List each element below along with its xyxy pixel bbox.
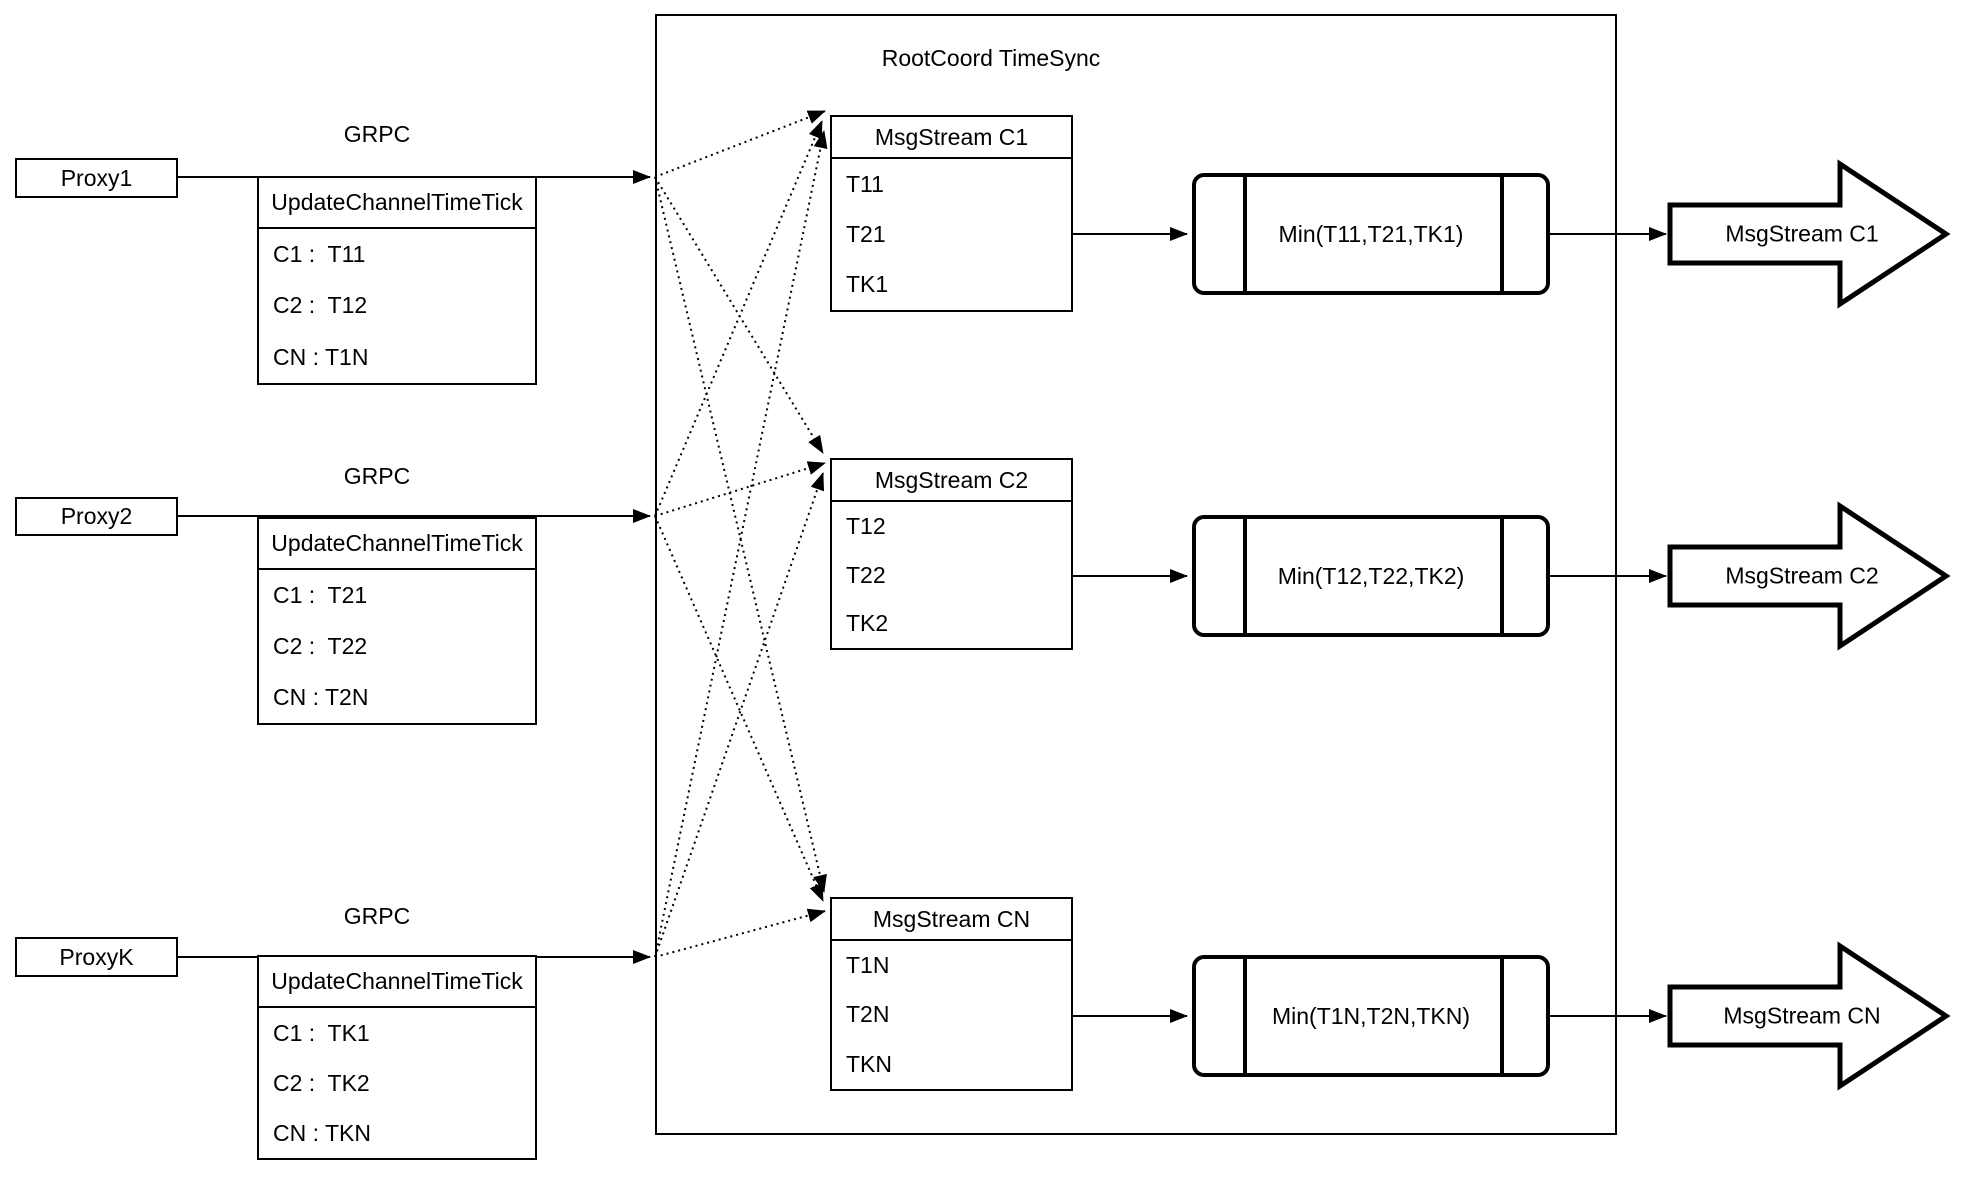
update-channel-table-3: UpdateChannelTimeTick C1 : TK1 C2 : TK2 … — [257, 955, 537, 1160]
table-row: CN : T1N — [273, 343, 369, 370]
update-channel-table-2: UpdateChannelTimeTick C1 : T21 C2 : T22 … — [257, 517, 537, 725]
proxy2-box: Proxy2 — [15, 497, 178, 536]
divider-line — [1500, 955, 1504, 1077]
table-row: T2N — [846, 1001, 890, 1028]
proxyk-label: ProxyK — [59, 943, 134, 970]
table-row: T11 — [846, 170, 884, 197]
table-header: UpdateChannelTimeTick — [259, 957, 535, 1008]
output-arrow-label-c2: MsgStream C2 — [1725, 562, 1879, 589]
output-arrow-label-cn: MsgStream CN — [1723, 1002, 1881, 1029]
divider-line — [1243, 955, 1247, 1077]
grpc-label-1: GRPC — [343, 121, 411, 147]
min-label: Min(T1N,T2N,TKN) — [1271, 1002, 1471, 1029]
msgstream-buffer-c1: MsgStream C1 T11 T21 TK1 — [830, 115, 1073, 312]
table-row: T12 — [846, 512, 886, 539]
min-label: Min(T11,T21,TK1) — [1278, 220, 1464, 247]
table-row: C1 : T21 — [273, 582, 368, 608]
proxy2-label: Proxy2 — [60, 503, 133, 529]
msgstream-buffer-cn: MsgStream CN T1N T2N TKN — [830, 897, 1073, 1091]
grpc-label-3: GRPC — [343, 903, 411, 929]
divider-line — [1243, 515, 1247, 637]
table-row: CN : TKN — [273, 1119, 371, 1146]
table-row: TK2 — [846, 610, 889, 637]
msgstream-header: MsgStream C1 — [832, 117, 1071, 159]
min-box-c2: Min(T12,T22,TK2) — [1192, 515, 1550, 637]
divider-line — [1500, 173, 1504, 295]
table-row: TKN — [846, 1050, 892, 1077]
table-row: T21 — [846, 220, 886, 247]
msgstream-header: MsgStream C2 — [832, 460, 1071, 502]
table-row: T1N — [846, 952, 890, 979]
grpc-label-2: GRPC — [343, 463, 411, 489]
divider-line — [1243, 173, 1247, 295]
min-box-cn: Min(T1N,T2N,TKN) — [1192, 955, 1550, 1077]
proxy1-label: Proxy1 — [60, 164, 133, 191]
table-row: C2 : TK2 — [273, 1069, 370, 1096]
table-row: CN : T2N — [273, 684, 369, 710]
table-row: C1 : T11 — [273, 241, 366, 268]
table-row: C2 : T12 — [273, 292, 368, 319]
table-row: C2 : T22 — [273, 633, 368, 659]
output-arrow-label-c1: MsgStream C1 — [1725, 220, 1879, 247]
table-header: UpdateChannelTimeTick — [259, 178, 535, 229]
min-box-c1: Min(T11,T21,TK1) — [1192, 173, 1550, 295]
update-channel-table-1: UpdateChannelTimeTick C1 : T11 C2 : T12 … — [257, 176, 537, 385]
proxyk-box: ProxyK — [15, 937, 178, 977]
table-header: UpdateChannelTimeTick — [259, 519, 535, 570]
min-label: Min(T12,T22,TK2) — [1277, 562, 1465, 589]
msgstream-buffer-c2: MsgStream C2 T12 T22 TK2 — [830, 458, 1073, 650]
msgstream-header: MsgStream CN — [832, 899, 1071, 941]
table-row: TK1 — [846, 271, 889, 298]
table-row: T22 — [846, 561, 886, 588]
table-row: C1 : TK1 — [273, 1019, 370, 1046]
rootcoord-title: RootCoord TimeSync — [881, 45, 1101, 71]
divider-line — [1500, 515, 1504, 637]
proxy1-box: Proxy1 — [15, 158, 178, 198]
output-block-arrows — [1667, 159, 1951, 1091]
